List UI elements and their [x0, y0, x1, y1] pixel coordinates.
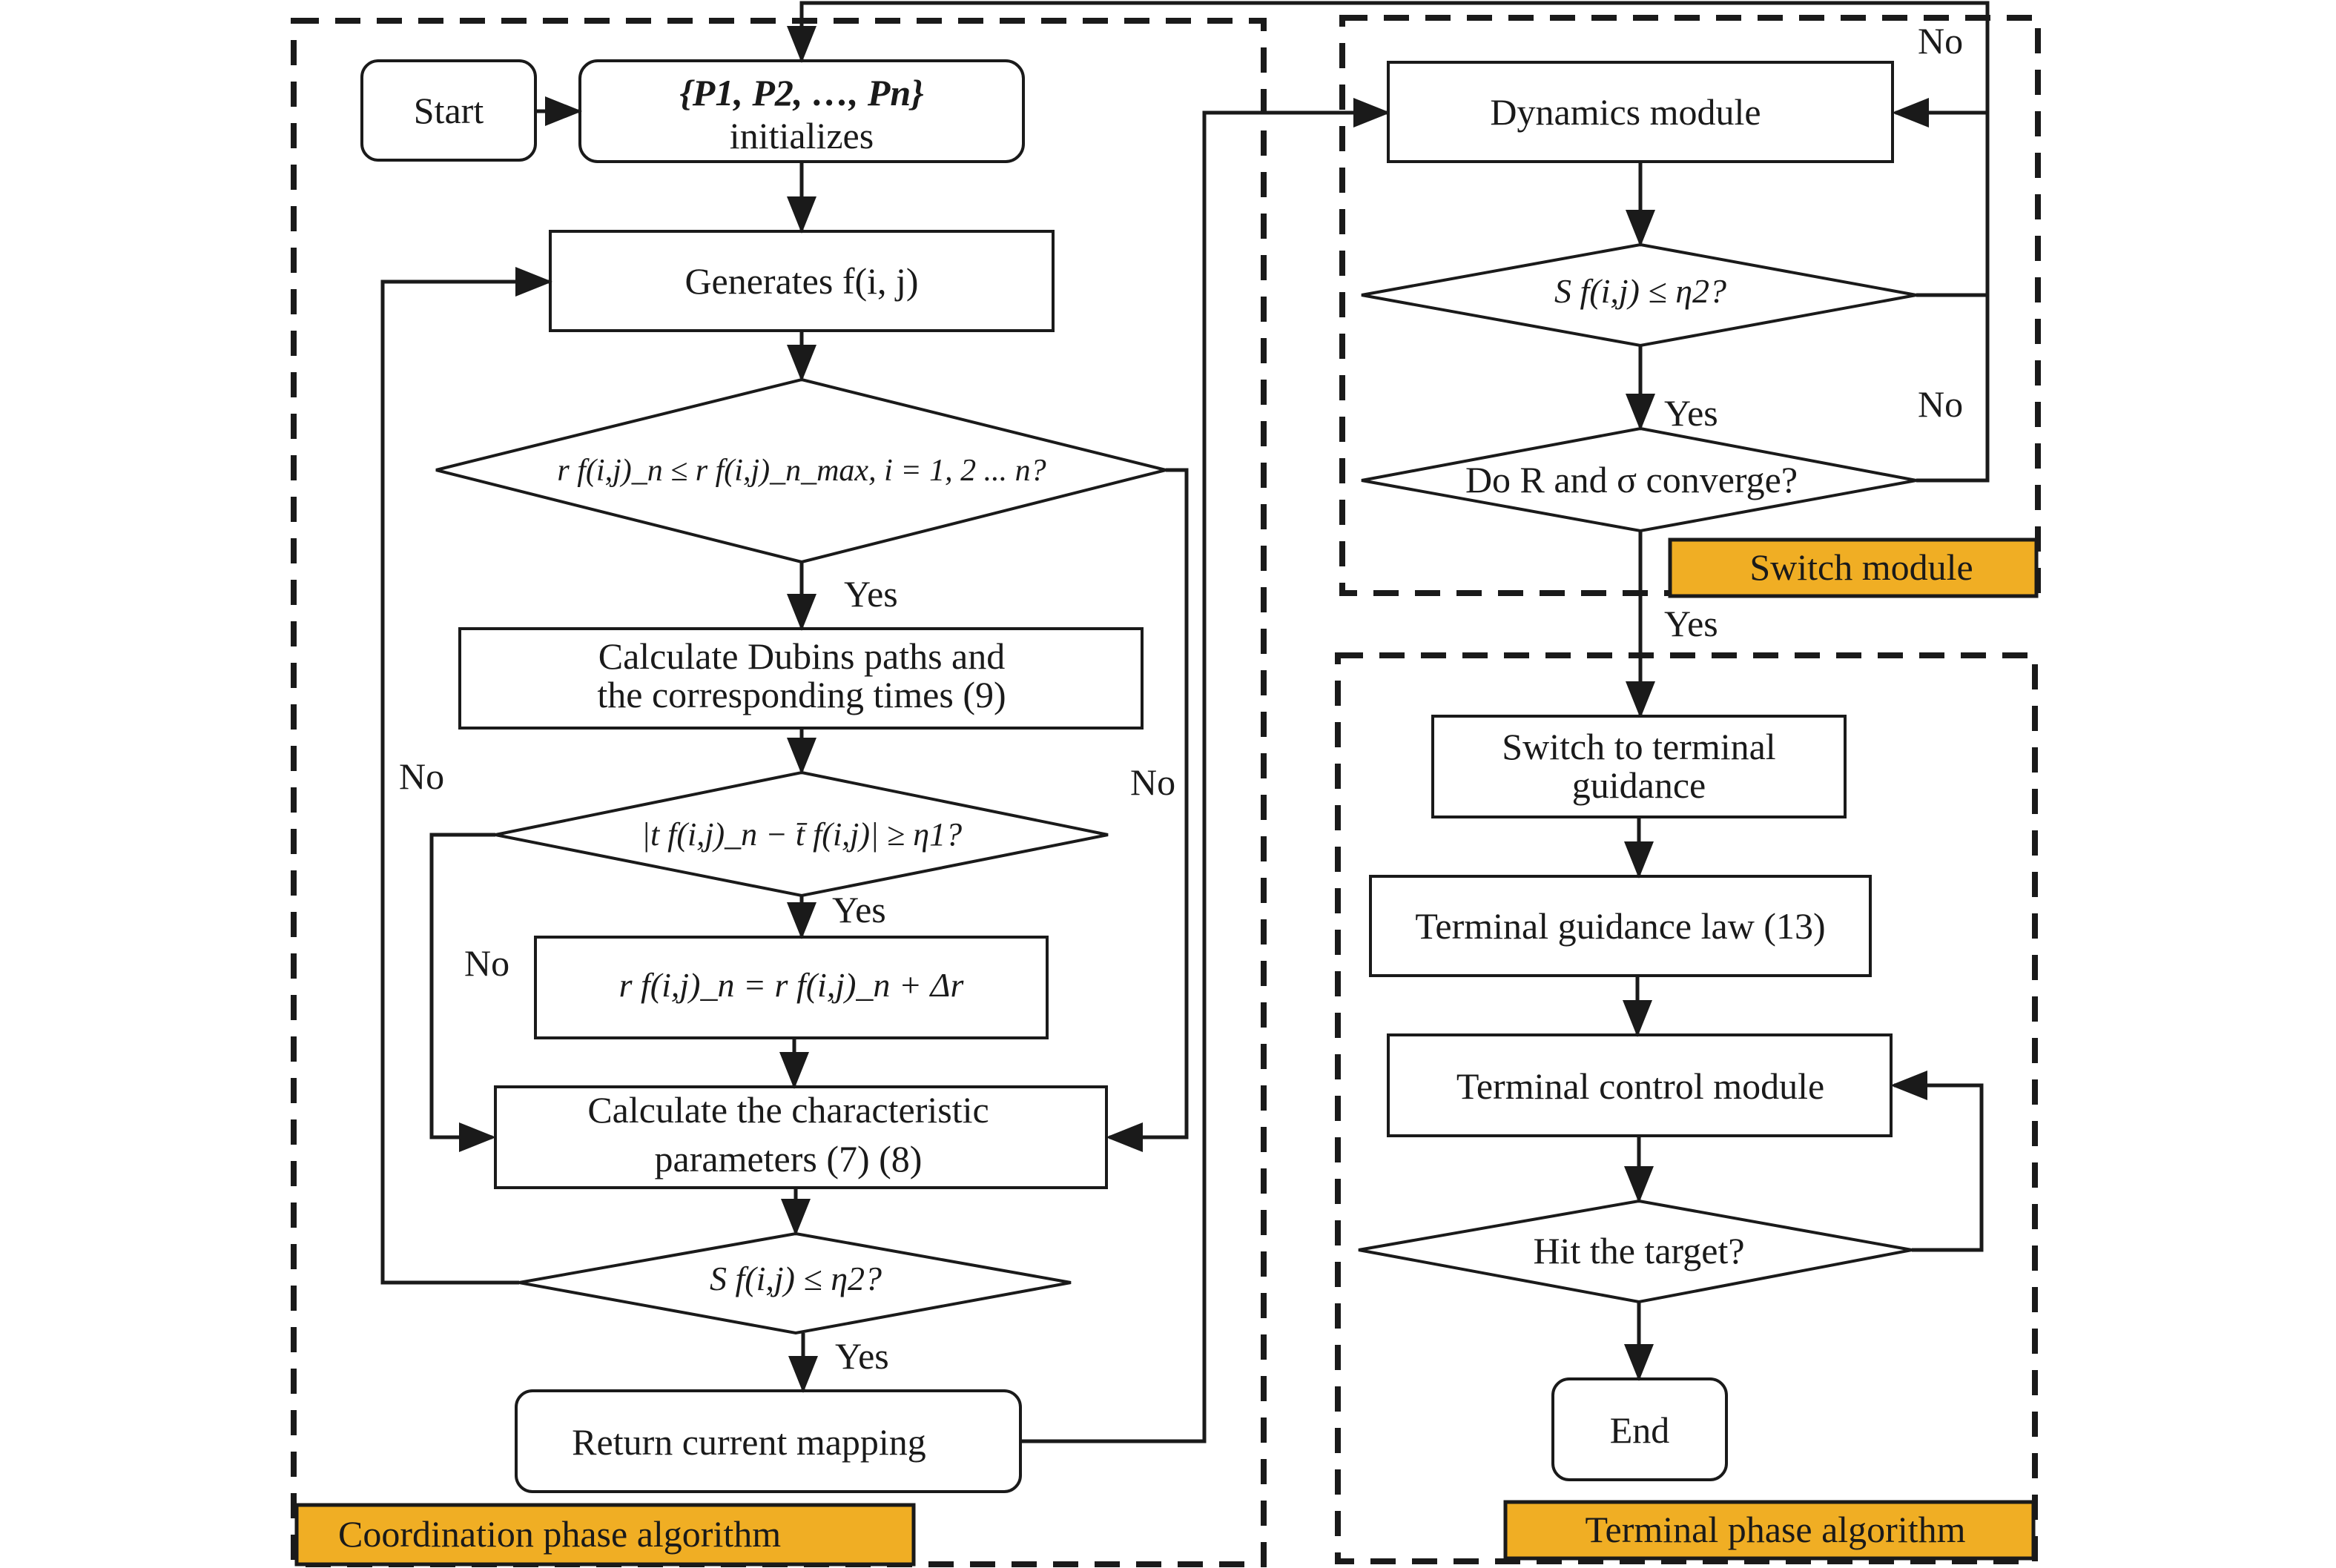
- return-mapping-node: Return current mapping: [515, 1389, 1022, 1493]
- dubins-node: Calculate Dubins paths and the correspon…: [458, 627, 1144, 730]
- check-t-no-label: No: [464, 942, 509, 984]
- calc-params-label-1: Calculate the characteristic: [587, 1089, 989, 1131]
- calc-params-node: Calculate the characteristic parameters …: [494, 1085, 1108, 1189]
- return-mapping-label: Return current mapping: [572, 1421, 926, 1463]
- coordination-phase-tag: Coordination phase algorithm: [294, 1503, 916, 1567]
- init-node: {P1, P2, …, Pn} initializes: [578, 59, 1025, 163]
- check-s-no-label: No: [399, 755, 444, 797]
- switch-check-s-yes-label: Yes: [1664, 392, 1718, 434]
- terminal-phase-tag: Terminal phase algorithm: [1503, 1500, 2036, 1561]
- check-r-no-label: No: [1130, 761, 1175, 803]
- switch-top-no-label: No: [1918, 20, 1963, 62]
- generate-node: Generates f(i, j): [549, 230, 1055, 332]
- terminal-control-label: Terminal control module: [1456, 1065, 1824, 1107]
- check-s-label: S f(i,j) ≤ η2?: [710, 1260, 882, 1297]
- init-label-1: {P1, P2, …, Pn}: [679, 72, 923, 113]
- terminal-phase-tag-label: Terminal phase algorithm: [1585, 1509, 1965, 1550]
- dynamics-label: Dynamics module: [1490, 91, 1761, 133]
- converge-label: Do R and σ converge?: [1465, 459, 1798, 500]
- edge-return-dynamics: [1020, 98, 1390, 1443]
- start-label: Start: [414, 90, 484, 131]
- coordination-phase-tag-label: Coordination phase algorithm: [338, 1513, 781, 1555]
- terminal-control-node: Terminal control module: [1387, 1033, 1893, 1137]
- switch-module-tag-label: Switch module: [1749, 546, 1973, 588]
- switch-terminal-label-1: Switch to terminal: [1502, 726, 1775, 767]
- check-t-decision: |t f(i,j)_n − t̄ f(i,j)| ≥ η1?: [495, 770, 1109, 898]
- guidance-law-node: Terminal guidance law (13): [1369, 875, 1872, 977]
- calc-params-label-2: parameters (7) (8): [655, 1138, 923, 1180]
- edge-check-s-no: [380, 267, 552, 1285]
- switch-check-s-decision: S f(i,j) ≤ η2?: [1361, 242, 1917, 348]
- start-node: Start: [360, 59, 537, 162]
- terminal-group-frame: [1335, 652, 2038, 1564]
- edge-converge-no: [787, 1, 1990, 483]
- switch-check-s-label: S f(i,j) ≤ η2?: [1554, 272, 1726, 310]
- check-r-yes-label: Yes: [844, 573, 898, 615]
- init-label-2: initializes: [730, 115, 874, 156]
- update-r-node: r f(i,j)_n = r f(i,j)_n + Δr: [534, 936, 1049, 1039]
- dubins-label-2: the corresponding times (9): [597, 674, 1006, 715]
- switch-terminal-label-2: guidance: [1572, 764, 1706, 806]
- end-label: End: [1610, 1409, 1670, 1451]
- hit-target-decision: Hit the target?: [1358, 1199, 1913, 1304]
- dynamics-node: Dynamics module: [1387, 61, 1894, 163]
- converge-yes-label: Yes: [1664, 603, 1718, 644]
- check-s-decision: S f(i,j) ≤ η2?: [518, 1231, 1072, 1335]
- hit-target-label: Hit the target?: [1533, 1230, 1744, 1271]
- check-r-label: r f(i,j)_n ≤ r f(i,j)_n_max, i = 1, 2 ..…: [557, 454, 1046, 488]
- converge-decision: Do R and σ converge?: [1361, 426, 1917, 533]
- converge-no-label: No: [1918, 383, 1963, 425]
- generate-label: Generates f(i, j): [684, 260, 918, 302]
- check-t-label: |t f(i,j)_n − t̄ f(i,j)| ≥ η1?: [641, 816, 962, 853]
- guidance-law-label: Terminal guidance law (13): [1415, 905, 1825, 947]
- edge-check-r-no: [1106, 468, 1189, 1152]
- check-s-yes-label: Yes: [835, 1335, 889, 1377]
- edge-hit-no-loop: [1890, 1071, 1984, 1252]
- dubins-label-1: Calculate Dubins paths and: [598, 635, 1006, 677]
- switch-terminal-node: Switch to terminal guidance: [1431, 715, 1847, 818]
- check-t-yes-label: Yes: [832, 889, 886, 930]
- end-node: End: [1551, 1377, 1728, 1481]
- check-r-decision: r f(i,j)_n ≤ r f(i,j)_n_max, i = 1, 2 ..…: [435, 377, 1167, 564]
- edge-check-t-no: [429, 833, 496, 1152]
- update-r-label: r f(i,j)_n = r f(i,j)_n + Δr: [619, 966, 965, 1004]
- switch-group-frame: [1339, 15, 2041, 596]
- switch-module-tag: Switch module: [1668, 537, 2039, 598]
